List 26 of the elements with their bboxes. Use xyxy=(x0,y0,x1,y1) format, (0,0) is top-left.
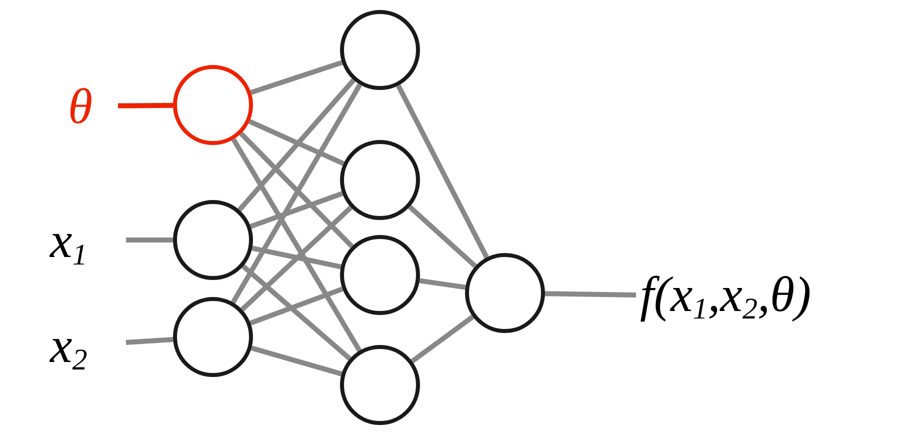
connection-line xyxy=(239,132,354,248)
connection-line xyxy=(231,138,362,352)
connection-line xyxy=(419,278,466,290)
connection-line xyxy=(250,191,344,229)
connection-line xyxy=(250,60,343,95)
connection-line xyxy=(126,337,174,345)
connection-line xyxy=(408,204,477,268)
connection-line xyxy=(252,246,342,270)
input-label: x$_{2}$ xyxy=(50,317,88,373)
connection-line xyxy=(250,286,344,326)
connection-line xyxy=(396,84,489,259)
connection-line xyxy=(410,314,474,364)
connection-line xyxy=(250,346,342,376)
neuron-circle xyxy=(340,345,420,425)
connection-line xyxy=(242,264,352,361)
neuron-circle xyxy=(173,200,253,280)
input-label: x$_{1}$ xyxy=(50,212,88,268)
connection-line xyxy=(238,78,356,212)
neuron-circle xyxy=(340,140,420,220)
connection-line xyxy=(230,83,362,304)
connection-line xyxy=(544,291,636,298)
connection-line xyxy=(118,102,174,108)
input-label: θ xyxy=(68,78,93,134)
connection-line xyxy=(240,206,353,312)
output-label: f(x$_{1}$,x$_{2}$,θ) xyxy=(640,266,812,328)
connection-line xyxy=(126,238,173,242)
